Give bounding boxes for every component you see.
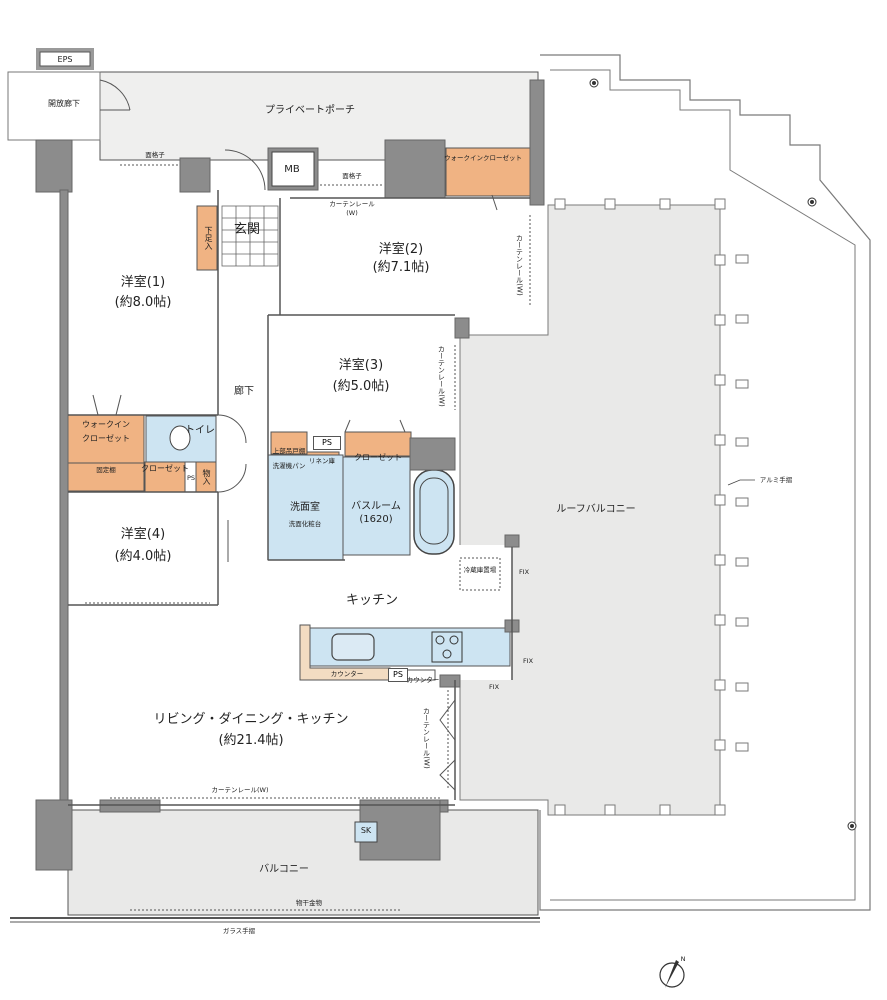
porch-curtain-label: カーテンレール	[329, 199, 375, 208]
washroom-label: 洗面室	[290, 501, 320, 513]
partitions	[68, 190, 530, 806]
lattice-label-2: 面格子	[342, 171, 362, 180]
rail-posts	[554, 198, 749, 816]
open-corridor-label: 開放廊下	[48, 99, 80, 108]
ldk-curtain-side-label: カーテンレール(W)	[422, 707, 431, 769]
room4-size: (約4.0帖)	[114, 548, 172, 564]
lattice-label-1: 面格子	[145, 150, 165, 159]
private-porch-area	[99, 71, 539, 161]
room3-curtain-label: カーテンレール(W)	[437, 345, 446, 407]
toilet-bowl	[169, 425, 191, 451]
sk-label: SK	[360, 826, 372, 835]
walkin-closet-1-label-b: クローゼット	[82, 434, 130, 443]
porch-curtain-w-label: (W)	[346, 208, 358, 217]
room4-name: 洋室(4)	[120, 526, 166, 542]
private-porch-label: プライベートポーチ	[265, 104, 355, 116]
counter-1-label: カウンター	[330, 669, 364, 678]
walkin-closet-2-label: ウォークインクローゼット	[444, 153, 522, 162]
ps-1-label: PS	[186, 473, 196, 482]
drying-rack-label: 物干金物	[296, 898, 322, 907]
walkin-closet-1-label-a: ウォークイン	[82, 420, 130, 429]
fix-1-label: FIX	[518, 567, 530, 576]
eps-label: EPS	[57, 55, 73, 64]
roof-balcony-inner-outline	[550, 69, 856, 901]
glass-rail-label: ガラス手摺	[222, 926, 256, 935]
fixed-shelf-label: 固定棚	[96, 465, 116, 474]
ldk-name: リビング・ダイニング・キッチン	[153, 711, 349, 727]
kitchen-label: キッチン	[345, 592, 399, 608]
closet-b-label: クローゼット	[354, 453, 402, 462]
aluminum-rail-label: アルミ手摺	[759, 475, 793, 484]
compass-icon	[659, 960, 685, 988]
compass-n-label: N	[680, 954, 686, 963]
bathroom-name: バスルーム	[351, 500, 401, 512]
roof-balcony-outline	[539, 54, 871, 911]
shoe-storage-label: 下足入	[204, 226, 213, 250]
upper-shelf-label: 上部吊戸棚	[272, 446, 306, 455]
sk-sink	[354, 821, 378, 843]
bathroom-size: (1620)	[359, 513, 393, 525]
room2-size: (約7.1帖)	[372, 259, 430, 275]
entrance-label: 玄関	[233, 221, 261, 237]
door-swings	[92, 79, 498, 791]
roof-balcony-label: ルーフバルコニー	[556, 503, 636, 515]
curtain-rails	[85, 164, 531, 911]
balcony-area	[67, 809, 539, 916]
room2-curtain-label: カーテンレール(W)	[515, 234, 524, 296]
room3-name: 洋室(3)	[338, 357, 384, 373]
room1-size: (約8.0帖)	[114, 294, 172, 310]
linen-label: リネン庫	[309, 456, 335, 465]
ldk-size: (約21.4帖)	[218, 732, 284, 748]
storage-areas	[67, 147, 531, 493]
ldk-curtain-bottom-label: カーテンレール(W)	[211, 785, 269, 794]
room2-name: 洋室(2)	[378, 241, 424, 257]
roof-balcony-area	[459, 204, 721, 816]
kitchen-sink	[331, 633, 375, 661]
room1-name: 洋室(1)	[120, 274, 166, 290]
washer-pan-label: 洗濯機パン	[272, 461, 306, 470]
ps-2-label: PS	[313, 436, 341, 450]
entrance-floor	[221, 205, 279, 267]
fridge-space	[459, 557, 501, 591]
balcony-label: バルコニー	[259, 863, 309, 875]
mb-box	[271, 151, 315, 187]
vanity-label: 洗面化粧台	[288, 519, 322, 528]
fix-2-label: FIX	[522, 656, 534, 665]
counter-2-label: カウンター	[406, 675, 440, 684]
storage-label: 物入	[202, 469, 211, 485]
ps-3-label: PS	[388, 668, 408, 682]
fridge-label: 冷蔵庫置場	[463, 565, 497, 574]
drain-icon	[589, 78, 857, 831]
room3-size: (約5.0帖)	[332, 378, 390, 394]
corridor-label: 廊下	[234, 385, 254, 397]
closet-a-label: クローゼット	[141, 464, 189, 473]
toilet-label: トイレ	[185, 424, 215, 436]
mb-label: MB	[284, 163, 300, 175]
fix-3-label: FIX	[488, 682, 500, 691]
